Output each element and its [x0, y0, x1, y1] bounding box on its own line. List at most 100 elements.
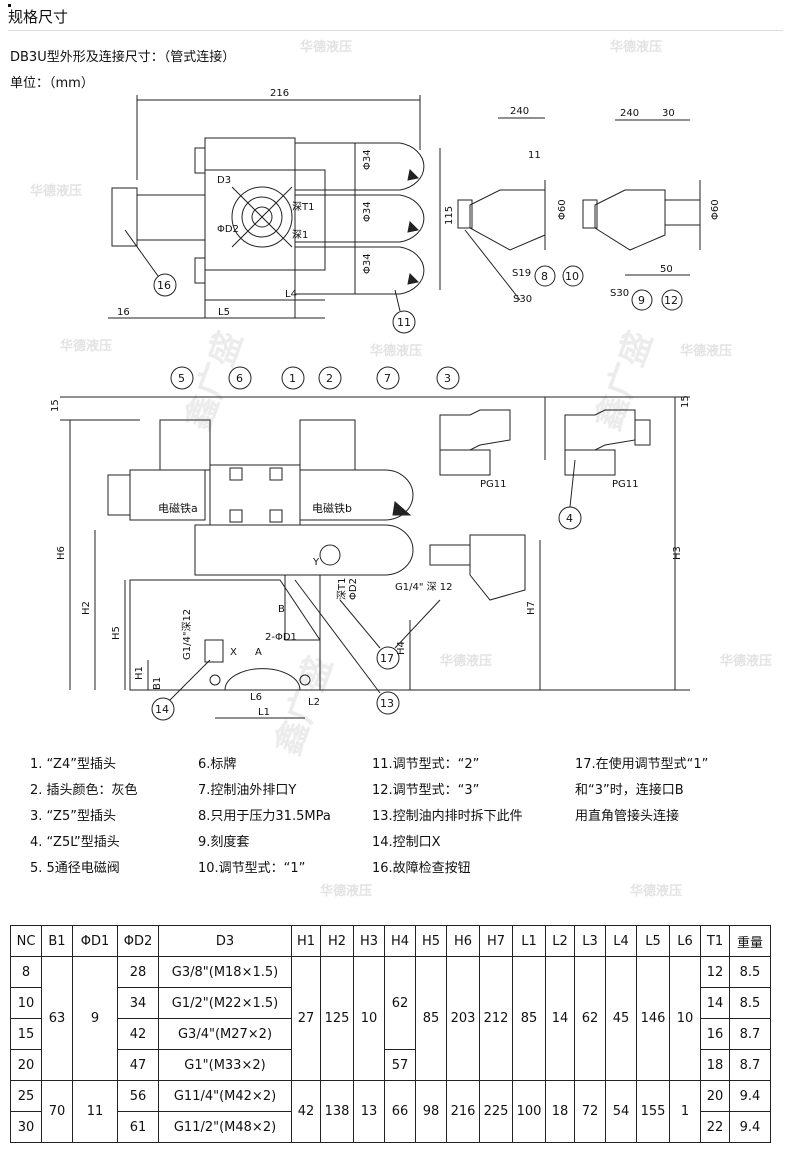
cell-d1: 11	[72, 1080, 118, 1143]
table-row: 10 34 G1/2"(M22×1.5) 14 8.5	[10, 987, 771, 1019]
dimension-drawing: 216 Φ34 Φ34 Φ34 D3 深T1 深1 ΦD2 115 16 L4 …	[50, 88, 721, 721]
cell-weight: 8.5	[729, 987, 771, 1019]
cell-d1: 9	[72, 956, 118, 1081]
page-subtitle: DB3U型外形及连接尺寸：（管式连接）	[10, 50, 236, 65]
cell-h4: 66	[384, 1080, 416, 1143]
bottom-side-views: PG11 PG11 4	[439, 397, 676, 690]
dim-115: 115	[444, 206, 455, 225]
balloon-6: 6	[236, 372, 243, 385]
balloon-14: 14	[155, 703, 169, 716]
th: L3	[574, 925, 606, 957]
note: 13.控制油内排时拆下此件	[372, 809, 523, 824]
cell-l3: 72	[574, 1080, 606, 1143]
port-b: B	[278, 604, 285, 615]
th: NC	[10, 925, 42, 957]
cell-d2: 28	[117, 956, 159, 988]
balloon-7: 7	[384, 372, 391, 385]
cell-weight: 9.4	[729, 1111, 771, 1143]
notes-col-2: 6.标牌 7.控制油外排口Y 8.只用于压力31.5MPa 9.刻度套 10.调…	[198, 752, 331, 882]
cell-t1: 20	[700, 1080, 730, 1112]
balloon-17: 17	[380, 652, 394, 665]
dim-l1: L1	[258, 707, 270, 718]
cell-t1: 16	[700, 1018, 730, 1050]
cell-d2: 56	[117, 1080, 159, 1112]
cell-weight: 8.5	[729, 956, 771, 988]
watermark: 华德液压	[630, 884, 683, 899]
dim-240b: 240	[620, 108, 639, 119]
table-header-row: NC B1 ΦD1 ΦD2 D3 H1 H2 H3 H4 H5 H6 H7 L1…	[10, 925, 771, 957]
balloon-11: 11	[397, 316, 411, 329]
label-t1: 深T1	[292, 201, 314, 213]
port-a: A	[255, 647, 262, 658]
cell-h4: 62	[384, 956, 416, 1050]
dim-l5: L5	[218, 307, 230, 318]
dim-30: 30	[662, 108, 675, 119]
table-row: 8 63 9 28 G3/8"(M18×1.5) 27 125 10 62 85…	[10, 956, 771, 1081]
unit-label: 单位：（mm）	[10, 76, 94, 91]
dim-phi34: Φ34	[362, 149, 373, 170]
balloon-12: 12	[664, 294, 678, 307]
th: L2	[545, 925, 575, 957]
dim-216: 216	[270, 88, 289, 99]
watermark: 华德液压	[300, 40, 353, 55]
cell-t1: 14	[700, 987, 730, 1019]
cell-l5: 155	[636, 1080, 670, 1143]
cell-l6: 1	[669, 1080, 701, 1143]
label-pg11a: PG11	[480, 479, 507, 490]
cell-nc: 15	[10, 1018, 42, 1050]
port-y: Y	[312, 557, 320, 568]
notes-col-4: 17.在使用调节型式“1” 和“3”时，连接口B 用直角管接头连接	[575, 752, 708, 830]
note: 用直角管接头连接	[575, 809, 680, 824]
cell-d2: 34	[117, 987, 159, 1019]
cell-t1: 22	[700, 1111, 730, 1143]
notes-col-1: 1. “Z4”型插头 2. 插头颜色：灰色 3. “Z5”型插头 4. “Z5L…	[30, 752, 138, 882]
balloon-2: 2	[326, 372, 333, 385]
note: 7.控制油外排口Y	[198, 783, 297, 798]
cell-weight: 9.4	[729, 1080, 771, 1112]
watermark: 华德液压	[680, 344, 733, 359]
cell-h4: 57	[384, 1049, 416, 1081]
th: H2	[320, 925, 354, 957]
dim-phi60b: Φ60	[710, 199, 721, 220]
th: B1	[41, 925, 73, 957]
label-d2: ΦD2	[217, 224, 239, 235]
cell-l4: 45	[605, 956, 637, 1081]
cell-d3: G3/4"(M27×2)	[158, 1018, 292, 1050]
spec-table: NC B1 ΦD1 ΦD2 D3 H1 H2 H3 H4 H5 H6 H7 L1…	[10, 925, 771, 1143]
watermark: 华德液压	[610, 40, 663, 55]
cell-d2: 61	[117, 1111, 159, 1143]
note: 3. “Z5”型插头	[30, 809, 116, 824]
label-pg11b: PG11	[612, 479, 639, 490]
th: H3	[353, 925, 385, 957]
note: 2. 插头颜色：灰色	[30, 783, 138, 798]
table-row: 15 42 G3/4"(M27×2) 16 8.7	[10, 1018, 771, 1050]
cell-l1: 100	[512, 1080, 546, 1143]
note: 9.刻度套	[198, 835, 250, 850]
label-d3: D3	[217, 175, 231, 186]
solenoid-b: 电磁铁b	[312, 502, 352, 515]
dim-15a: 15	[50, 399, 61, 412]
cell-h3: 10	[353, 956, 385, 1081]
dim-l6: L6	[250, 692, 262, 703]
watermark: 华德液压	[370, 344, 423, 359]
balloon-3: 3	[444, 372, 451, 385]
th: L4	[605, 925, 637, 957]
dim-l4: L4	[285, 289, 297, 300]
watermark: 华德液压	[320, 884, 373, 899]
dim-s19: S19	[512, 268, 531, 279]
cell-t1: 18	[700, 1049, 730, 1081]
label-depth: 深T1	[336, 578, 348, 600]
note: 17.在使用调节型式“1”	[575, 757, 709, 772]
balloon-9: 9	[638, 294, 645, 307]
cell-nc: 25	[10, 1080, 42, 1112]
th: L5	[636, 925, 670, 957]
balloon-13: 13	[380, 697, 394, 710]
dim-h1: H1	[134, 666, 145, 680]
cell-weight: 8.7	[729, 1049, 771, 1081]
dim-l2: L2	[308, 697, 320, 708]
th: D3	[158, 925, 292, 957]
cell-h2: 138	[320, 1080, 354, 1143]
label-g14: G1/4"深12	[181, 609, 193, 660]
balloon-1: 1	[289, 372, 296, 385]
dim-h5: H5	[111, 626, 122, 640]
